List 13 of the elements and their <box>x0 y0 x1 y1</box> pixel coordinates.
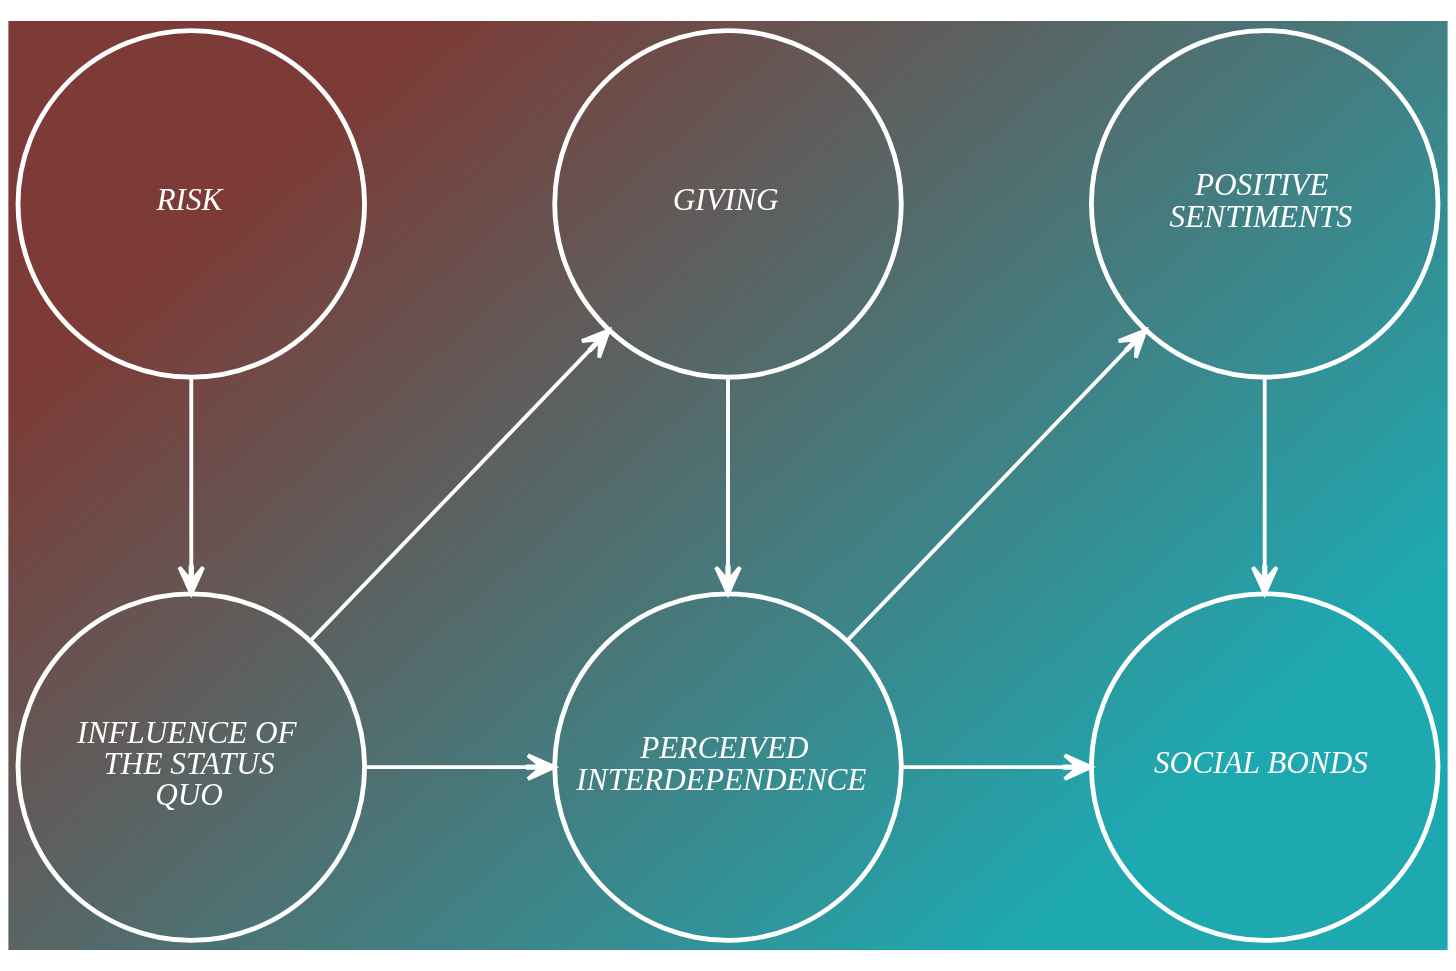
arrow <box>177 377 206 596</box>
arrow <box>846 328 1148 642</box>
node-circle: PERCEIVED INTERDEPENDENCE <box>552 591 904 943</box>
node-circle: INFLUENCE OF THE STATUS QUO <box>15 591 367 943</box>
arrow <box>902 753 1094 781</box>
arrow <box>365 753 557 781</box>
node-circle: RISK <box>15 28 367 380</box>
arrow <box>1250 377 1279 596</box>
node-circle: POSITIVE SENTIMENTS <box>1089 28 1441 380</box>
arrow <box>714 377 742 596</box>
node-circle: SOCIAL BONDS <box>1089 591 1441 943</box>
arrow <box>309 328 611 642</box>
node-circle: GIVING <box>552 28 904 380</box>
